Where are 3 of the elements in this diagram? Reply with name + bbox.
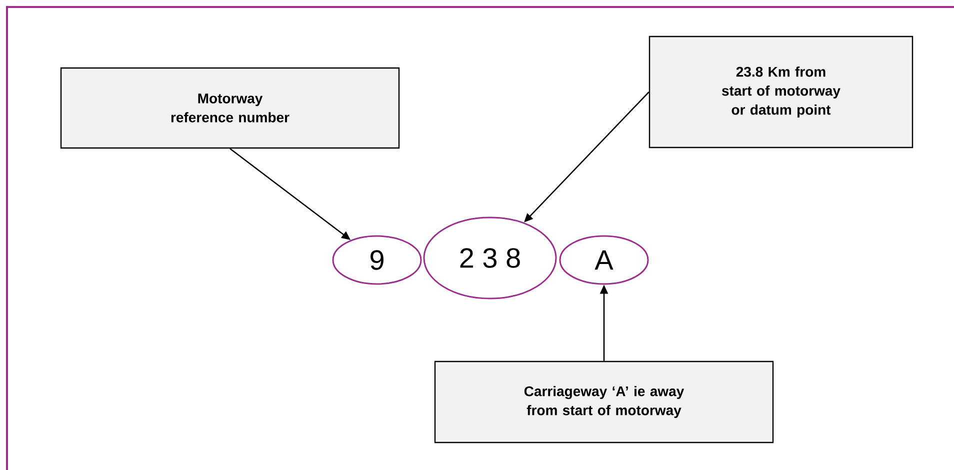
label-box: 23.8 Km from start of motorway or datum point [648,36,914,148]
label-box: Carriageway ‘A’ ie away from start of motorway [434,360,774,444]
label-box: Motorway reference number [60,67,400,149]
